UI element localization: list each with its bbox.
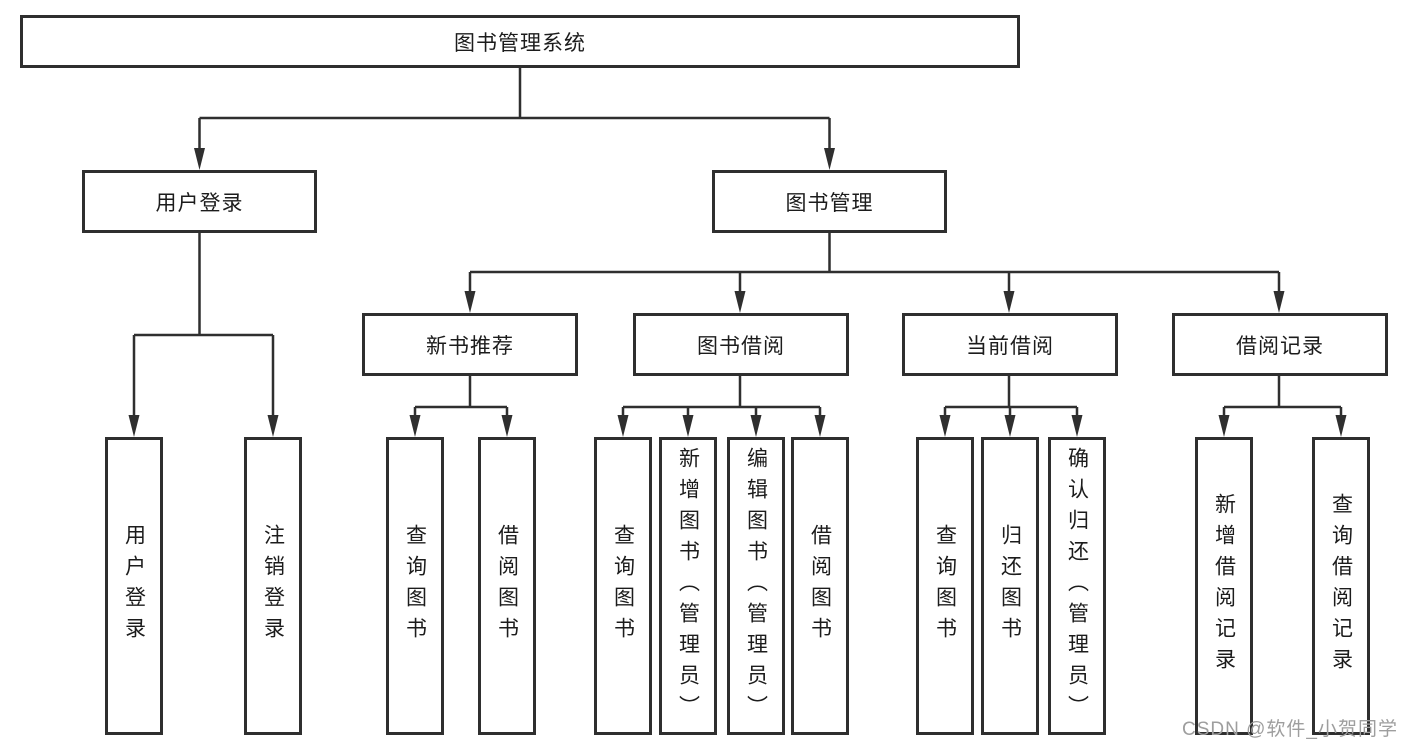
leaf-add-borrow-record: 新增借阅记录 <box>1195 437 1253 735</box>
leaf-user-login-label: 用户登录 <box>122 524 146 648</box>
arrowheads <box>128 148 1347 437</box>
leaf-return-books-label: 归还图书 <box>998 524 1022 648</box>
node-book-management-branch: 图书管理 <box>712 170 947 233</box>
leaf-return-books: 归还图书 <box>981 437 1039 735</box>
node-user-login-branch: 用户登录 <box>82 170 317 233</box>
node-borrow-records: 借阅记录 <box>1172 313 1388 376</box>
leaf-borrow-books-2: 借阅图书 <box>791 437 849 735</box>
leaf-query-books-1-label: 查询图书 <box>403 524 427 648</box>
leaf-confirm-return-admin-label: 确认归还（管理员） <box>1065 446 1089 726</box>
node-new-book-recommend-label: 新书推荐 <box>426 334 514 358</box>
leaf-add-books-admin-label: 新增图书（管理员） <box>676 446 700 726</box>
node-new-book-recommend: 新书推荐 <box>362 313 578 376</box>
leaf-borrow-books-1-label: 借阅图书 <box>495 524 519 648</box>
leaf-logout-label: 注销登录 <box>261 524 285 648</box>
leaf-query-borrow-record-label: 查询借阅记录 <box>1329 493 1353 679</box>
node-root: 图书管理系统 <box>20 15 1020 68</box>
node-book-management-branch-label: 图书管理 <box>785 191 874 215</box>
leaf-add-books-admin: 新增图书（管理员） <box>659 437 717 735</box>
node-borrow-records-label: 借阅记录 <box>1236 334 1324 358</box>
node-root-label: 图书管理系统 <box>454 31 586 55</box>
csdn-watermark: CSDN @软件_小贺同学 <box>1182 719 1398 740</box>
leaf-edit-books-admin-label: 编辑图书（管理员） <box>744 446 768 726</box>
leaf-borrow-books-2-label: 借阅图书 <box>808 524 832 648</box>
leaf-add-borrow-record-label: 新增借阅记录 <box>1212 493 1236 679</box>
leaf-user-login: 用户登录 <box>105 437 163 735</box>
node-current-borrow-label: 当前借阅 <box>966 334 1054 358</box>
node-book-borrow-label: 图书借阅 <box>697 334 785 358</box>
leaf-query-books-1: 查询图书 <box>386 437 444 735</box>
leaf-query-books-3-label: 查询图书 <box>933 524 957 648</box>
leaf-logout: 注销登录 <box>244 437 302 735</box>
node-book-borrow: 图书借阅 <box>633 313 849 376</box>
leaf-query-books-3: 查询图书 <box>916 437 974 735</box>
leaf-confirm-return-admin: 确认归还（管理员） <box>1048 437 1106 735</box>
leaf-query-books-2: 查询图书 <box>594 437 652 735</box>
node-current-borrow: 当前借阅 <box>902 313 1118 376</box>
leaf-borrow-books-1: 借阅图书 <box>478 437 536 735</box>
leaf-edit-books-admin: 编辑图书（管理员） <box>727 437 785 735</box>
leaf-query-borrow-record: 查询借阅记录 <box>1312 437 1370 735</box>
node-user-login-branch-label: 用户登录 <box>155 191 244 215</box>
leaf-query-books-2-label: 查询图书 <box>611 524 635 648</box>
